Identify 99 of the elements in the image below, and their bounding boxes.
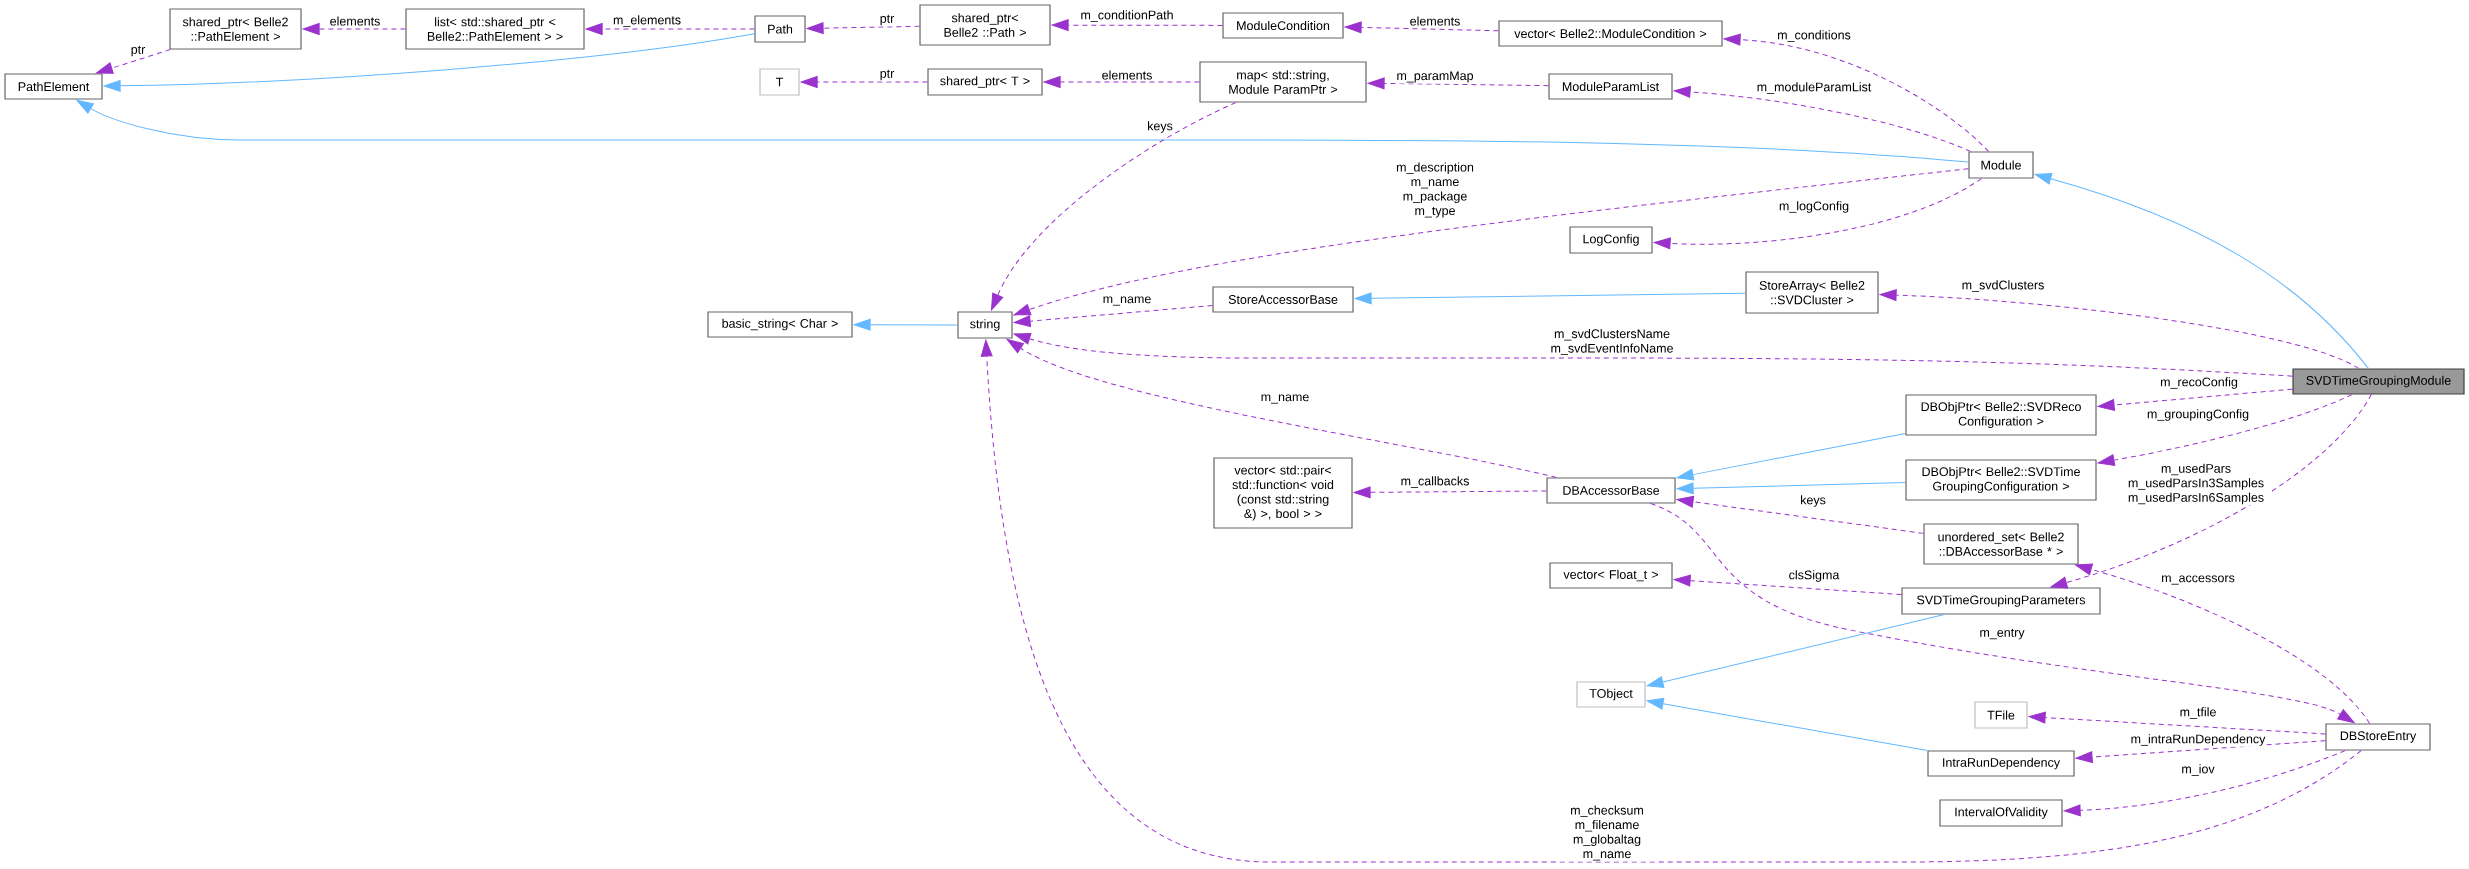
class-box: basic_string< Char >: [707, 311, 853, 338]
class-box: ModuleCondition: [1222, 12, 1344, 39]
dashed-arrow: [1006, 338, 1557, 478]
dashed-arrow: [980, 339, 2362, 863]
edge-label: elements: [328, 15, 382, 27]
arrow: [2034, 172, 2369, 369]
dashed-arrow: [302, 23, 406, 35]
class-box: StoreAccessorBase: [1212, 286, 1354, 313]
edge-label: m_checksum m_filename m_globaltag m_name: [1558, 804, 1656, 862]
class-box: LogConfig: [1569, 226, 1653, 254]
edge-label: clsSigma: [1787, 569, 1841, 583]
edge-label: m_elements: [611, 14, 683, 28]
class-box: unordered_set< Belle2 ::DBAccessorBase * >: [1923, 523, 2079, 565]
edge-label: m_svdClustersName m_svdEventInfoName: [1543, 327, 1681, 356]
class-box: DBObjPtr< Belle2::SVDTime GroupingConfiguration >: [1905, 459, 2097, 501]
class-box: map< std::string, Module ParamPtr >: [1199, 61, 1367, 103]
class-box: IntraRunDependency: [1927, 750, 2075, 777]
class-box: IntervalOfValidity: [1939, 799, 2063, 827]
dashed-arrow: [1649, 503, 2355, 724]
class-box: SVDTimeGroupingModule: [2292, 368, 2465, 395]
edge-label: m_paramMap: [1395, 70, 1475, 84]
dashed-arrow: [585, 23, 755, 35]
edge-label: m_moduleParamList: [1755, 81, 1873, 95]
edge-label: m_groupingConfig: [2145, 408, 2251, 422]
class-box: TObject: [1576, 681, 1646, 708]
dashed-arrow: [1353, 486, 1547, 499]
arrow: [76, 99, 1969, 163]
edge-label: m_usedPars m_usedParsIn3Samples m_usedParsIn6Samples: [2120, 462, 2272, 506]
class-box: list< std::shared_ptr < Belle2::PathElement > >: [405, 8, 585, 50]
edge-label: m_callbacks: [1399, 475, 1471, 489]
dashed-arrow: [2028, 711, 2326, 735]
edge-label: m_conditions: [1776, 29, 1852, 43]
edge-label: m_iov: [2180, 763, 2216, 777]
class-box: SVDTimeGroupingParameters: [1901, 587, 2101, 615]
class-box: DBAccessorBase: [1546, 477, 1676, 504]
dashed-arrow: [800, 76, 928, 88]
edge-label: m_tfile: [2178, 706, 2218, 720]
edge-label: ptr: [878, 68, 896, 82]
edge-label: ptr: [878, 13, 896, 27]
class-box: T: [759, 68, 800, 96]
edge-label: elements: [1100, 69, 1154, 81]
dashed-arrow: [2097, 388, 2293, 411]
edge-label: m_entry: [1978, 627, 2026, 641]
class-box: string: [957, 311, 1013, 339]
dashed-arrow: [1013, 332, 2293, 377]
arrow: [1676, 432, 1906, 481]
dashed-arrow: [2075, 740, 2326, 764]
edge-label: keys: [1146, 120, 1174, 134]
edge-label: m_accessors: [2160, 574, 2236, 586]
edge-label: m_recoConfig: [2159, 376, 2239, 390]
dashed-arrow: [1013, 168, 1969, 316]
class-box: vector< Float_t >: [1549, 562, 1673, 589]
dashed-arrow: [1367, 77, 1549, 90]
class-box: shared_ptr< T >: [927, 68, 1043, 96]
dashed-arrow: [2097, 394, 2353, 466]
class-box: shared_ptr< Belle2 ::PathElement >: [169, 8, 302, 50]
dashed-arrow: [1879, 289, 2360, 369]
edge-label: m_intraRunDependency: [2129, 733, 2267, 747]
edge-label: keys: [1799, 494, 1827, 508]
edge-label: m_logConfig: [1777, 200, 1851, 214]
edge-label: m_description m_name m_package m_type: [1386, 161, 1484, 219]
arrow: [1646, 614, 1945, 688]
dashed-arrow: [2050, 394, 2372, 589]
dashed-arrow: [2063, 750, 2346, 817]
class-box: vector< std::pair< std::function< void (const std::string &) >, bool > >: [1213, 457, 1353, 529]
edge-label: m_name: [1259, 393, 1311, 405]
dashed-arrow: [1723, 33, 1989, 152]
arrow: [103, 33, 755, 92]
class-box: vector< Belle2::ModuleCondition >: [1498, 20, 1723, 47]
arrow: [1676, 482, 1906, 495]
edge-label: m_svdClusters: [1960, 279, 2046, 293]
edge-label: elements: [1408, 15, 1462, 27]
dashed-arrow: [1673, 574, 1902, 595]
class-box: PathElement: [4, 73, 103, 100]
dashed-arrow: [1673, 85, 1971, 152]
edge-label: m_conditionPath: [1079, 9, 1175, 23]
arrow: [1354, 292, 1746, 305]
dashed-arrow: [990, 102, 1237, 311]
class-box: DBStoreEntry: [2325, 723, 2431, 751]
class-box: Module: [1968, 151, 2034, 179]
dashed-arrow: [1013, 305, 1213, 328]
dashed-arrow: [95, 49, 171, 74]
dashed-arrow: [2075, 563, 2371, 724]
class-box: Path: [754, 15, 806, 43]
class-box: shared_ptr< Belle2 ::Path >: [919, 4, 1051, 46]
dashed-arrow: [1051, 19, 1223, 32]
edge-label: ptr: [129, 44, 147, 58]
dashed-arrow: [806, 22, 920, 35]
dashed-arrow: [1676, 495, 1924, 534]
class-box: TFile: [1974, 701, 2028, 729]
edge-label: m_name: [1101, 295, 1153, 307]
class-box: StoreArray< Belle2 ::SVDCluster >: [1745, 271, 1879, 314]
dashed-arrow: [1043, 76, 1200, 88]
dashed-arrow: [1344, 21, 1499, 34]
arrow: [1646, 697, 1928, 751]
arrow: [853, 318, 958, 331]
dashed-arrow: [1653, 178, 1982, 250]
class-box: DBObjPtr< Belle2::SVDReco Configuration >: [1905, 394, 2097, 436]
class-box: ModuleParamList: [1548, 73, 1673, 100]
